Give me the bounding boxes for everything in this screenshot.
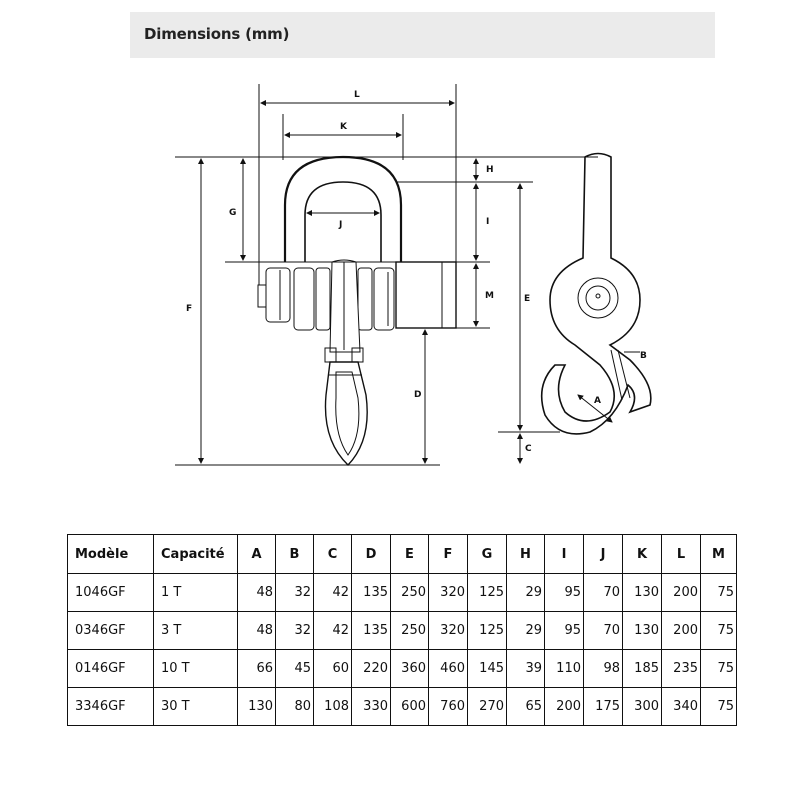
dim-label-j: J (338, 220, 342, 230)
column-header: L (661, 534, 701, 574)
table-cell: 250 (390, 573, 429, 612)
table-cell: 300 (622, 687, 662, 726)
table-cell: 135 (351, 573, 391, 612)
column-header: I (544, 534, 584, 574)
table-cell: 95 (544, 611, 584, 650)
table-cell: 360 (390, 649, 429, 688)
table-cell: 39 (506, 649, 545, 688)
table-cell: 29 (506, 611, 545, 650)
table-cell: 185 (622, 649, 662, 688)
table-cell: 32 (275, 573, 314, 612)
table-row: 0146GF 10 T 66 45 60 220 360 460 145 39 … (67, 649, 737, 688)
table-cell: 220 (351, 649, 391, 688)
table-cell: 3 T (153, 611, 238, 650)
table-row: 3346GF 30 T 130 80 108 330 600 760 270 6… (67, 687, 737, 726)
dim-label-m: M (485, 291, 494, 301)
dim-label-i: I (486, 217, 489, 227)
column-header: M (700, 534, 737, 574)
column-header: K (622, 534, 662, 574)
table-cell: 135 (351, 611, 391, 650)
table-cell: 65 (506, 687, 545, 726)
table-cell: 42 (313, 611, 352, 650)
table-cell: 200 (661, 573, 701, 612)
table-cell: 200 (544, 687, 584, 726)
table-cell: 70 (583, 611, 623, 650)
table-cell: 600 (390, 687, 429, 726)
table-cell: 110 (544, 649, 584, 688)
dim-label-e: E (524, 294, 530, 304)
table-cell: 340 (661, 687, 701, 726)
table-cell: 760 (428, 687, 468, 726)
table-cell: 80 (275, 687, 314, 726)
table-cell: 1 T (153, 573, 238, 612)
dim-label-h: H (486, 165, 494, 175)
table-cell: 29 (506, 573, 545, 612)
table-cell: 32 (275, 611, 314, 650)
table-cell: 125 (467, 573, 507, 612)
table-cell: 0346GF (67, 611, 154, 650)
column-header: B (275, 534, 314, 574)
table-cell: 10 T (153, 649, 238, 688)
column-header: G (467, 534, 507, 574)
table-cell: 66 (237, 649, 276, 688)
table-cell: 460 (428, 649, 468, 688)
column-header: Modèle (67, 534, 154, 574)
dim-label-d: D (414, 390, 421, 400)
dimensions-table: Modèle Capacité A B C D E F G H I J K L … (67, 534, 737, 726)
table-cell: 3346GF (67, 687, 154, 726)
table-cell: 330 (351, 687, 391, 726)
column-header: H (506, 534, 545, 574)
column-header: E (390, 534, 429, 574)
table-cell: 320 (428, 573, 468, 612)
technical-drawing: L K H G J I F M E D B A C (175, 84, 652, 466)
dim-label-l: L (354, 90, 360, 100)
dim-label-k: K (340, 122, 348, 132)
table-cell: 98 (583, 649, 623, 688)
table-cell: 95 (544, 573, 584, 612)
table-cell: 48 (237, 611, 276, 650)
table-row: 0346GF 3 T 48 32 42 135 250 320 125 29 9… (67, 611, 737, 650)
table-cell: 320 (428, 611, 468, 650)
table-cell: 75 (700, 649, 737, 688)
column-header: J (583, 534, 623, 574)
table-cell: 75 (700, 611, 737, 650)
table-cell: 60 (313, 649, 352, 688)
dim-label-f: F (186, 304, 192, 314)
table-cell: 145 (467, 649, 507, 688)
table-cell: 130 (622, 573, 662, 612)
dim-label-b: B (640, 351, 647, 361)
table-cell: 200 (661, 611, 701, 650)
table-cell: 270 (467, 687, 507, 726)
table-cell: 250 (390, 611, 429, 650)
table-cell: 45 (275, 649, 314, 688)
table-cell: 70 (583, 573, 623, 612)
column-header: D (351, 534, 391, 574)
table-cell: 1046GF (67, 573, 154, 612)
column-header: Capacité (153, 534, 238, 574)
table-cell: 75 (700, 573, 737, 612)
table-cell: 0146GF (67, 649, 154, 688)
column-header: F (428, 534, 468, 574)
dim-label-c: C (525, 444, 532, 454)
table-cell: 108 (313, 687, 352, 726)
table-cell: 42 (313, 573, 352, 612)
section-header: Dimensions (mm) (130, 12, 715, 58)
dim-label-g: G (229, 208, 236, 218)
section-title: Dimensions (mm) (144, 25, 290, 43)
table-cell: 130 (622, 611, 662, 650)
column-header: A (237, 534, 276, 574)
table-cell: 125 (467, 611, 507, 650)
column-header: C (313, 534, 352, 574)
table-header-row: Modèle Capacité A B C D E F G H I J K L … (67, 534, 737, 574)
table-cell: 235 (661, 649, 701, 688)
table-row: 1046GF 1 T 48 32 42 135 250 320 125 29 9… (67, 573, 737, 612)
table-cell: 30 T (153, 687, 238, 726)
table-cell: 130 (237, 687, 276, 726)
table-cell: 48 (237, 573, 276, 612)
dim-label-a: A (594, 396, 601, 406)
table-cell: 175 (583, 687, 623, 726)
table-cell: 75 (700, 687, 737, 726)
